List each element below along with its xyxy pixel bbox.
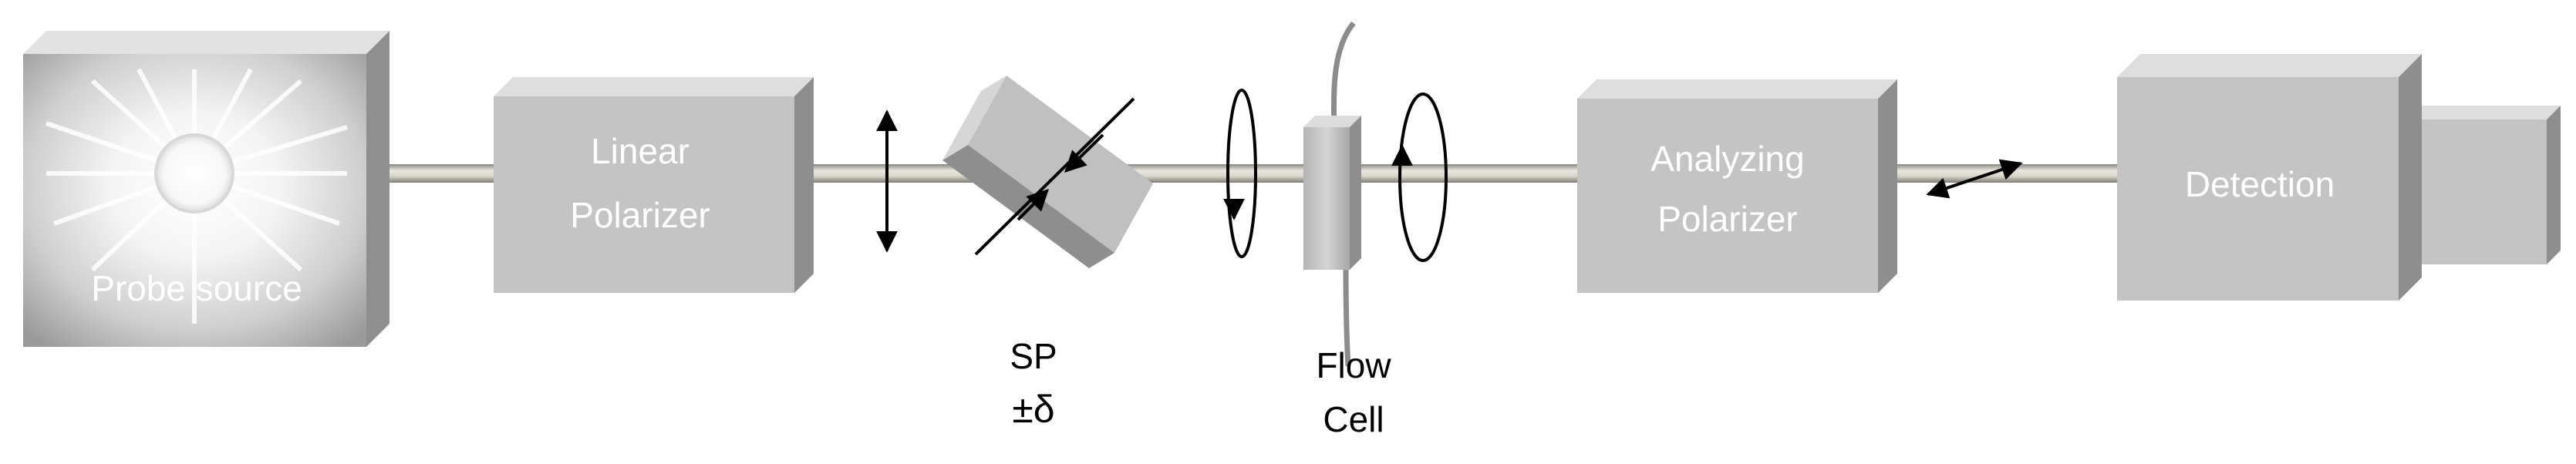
- linear-polarizer-label-line2: Polarizer: [570, 195, 710, 235]
- source-lamp: [154, 133, 234, 214]
- sp-label-line2: ±δ: [1012, 388, 1054, 431]
- detection-box: [2117, 54, 2561, 301]
- sp-axis-line: [974, 97, 1135, 256]
- sp-angle-arrow-upper: [1064, 133, 1104, 173]
- flow-cell: [1303, 116, 1361, 270]
- circular-polarization-right: [1391, 92, 1448, 262]
- diagonal-polarization-arrow: [1926, 159, 2023, 199]
- analyzing-polarizer-box: [1577, 79, 1897, 293]
- circular-polarization-left: [1223, 89, 1257, 258]
- flow-cell-label-line1: Flow: [1316, 345, 1391, 385]
- flow-cell-tube-bottom: [1343, 265, 1351, 367]
- flow-cell-tube-top: [1330, 21, 1356, 128]
- linear-polarizer-label-line1: Linear: [591, 131, 690, 171]
- probe-source-box: [23, 31, 389, 347]
- sp-label-line1: SP: [1010, 336, 1057, 376]
- detection-label: Detection: [2185, 164, 2335, 204]
- analyzing-polarizer-label-line2: Polarizer: [1657, 199, 1798, 239]
- analyzing-polarizer-label-line1: Analyzing: [1650, 139, 1804, 179]
- sp-angle-arrow-lower: [1017, 189, 1049, 221]
- flow-cell-label-line2: Cell: [1323, 399, 1384, 439]
- linear-polarizer-box: [494, 77, 814, 293]
- sp-plate: [942, 76, 1153, 268]
- probe-source-label: Probe source: [91, 268, 302, 308]
